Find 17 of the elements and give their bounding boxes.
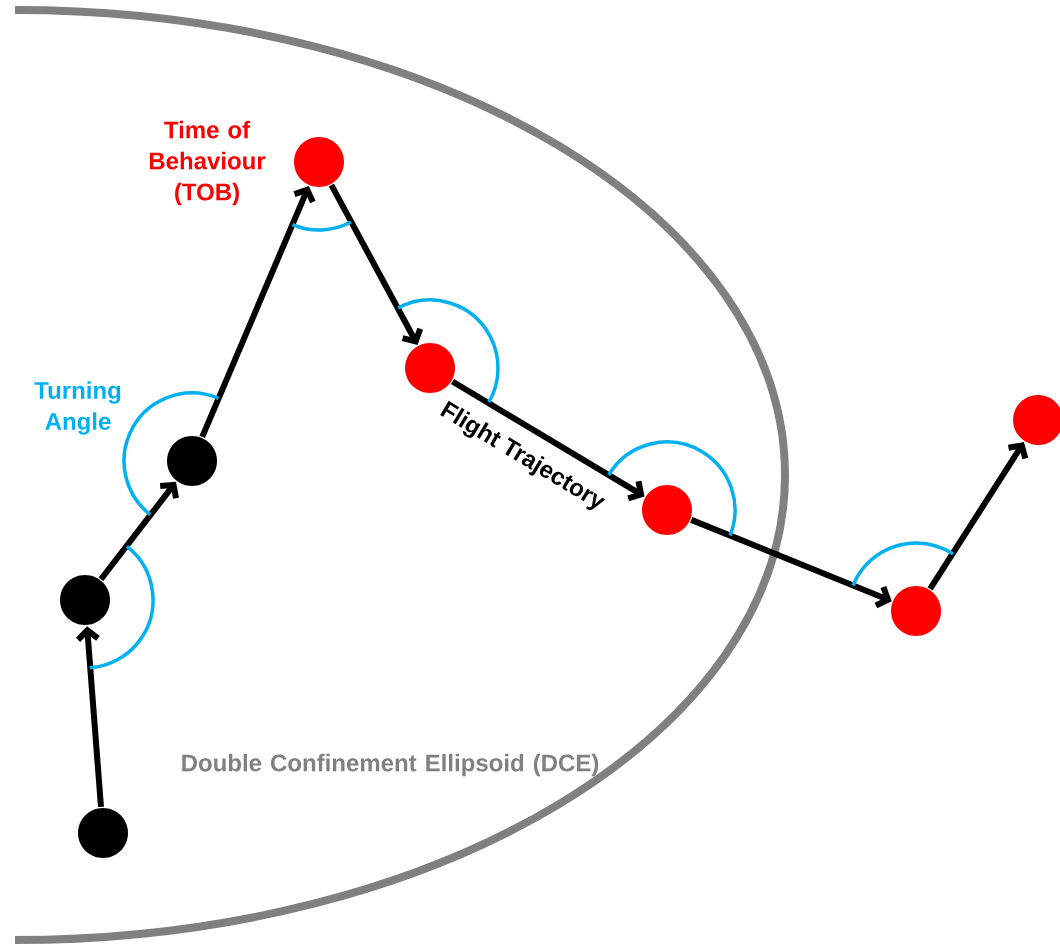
arrow xyxy=(450,378,645,502)
arrow xyxy=(199,186,316,439)
arrow xyxy=(328,183,424,345)
arrow xyxy=(927,442,1029,591)
annotation-text: Time of Behaviour (TOB) xyxy=(149,120,266,206)
arrow xyxy=(75,626,104,808)
dot xyxy=(642,485,692,535)
arrow xyxy=(690,517,892,609)
dot xyxy=(891,586,941,636)
annotation-text: Double Confinement Ellipsoid (DCE) xyxy=(182,753,599,777)
arrow xyxy=(98,481,179,582)
annotation-text: Turning Angle xyxy=(34,381,121,435)
dot xyxy=(78,808,128,858)
dot xyxy=(294,137,344,187)
dot xyxy=(405,343,455,393)
dot xyxy=(60,575,110,625)
dot xyxy=(167,436,217,486)
